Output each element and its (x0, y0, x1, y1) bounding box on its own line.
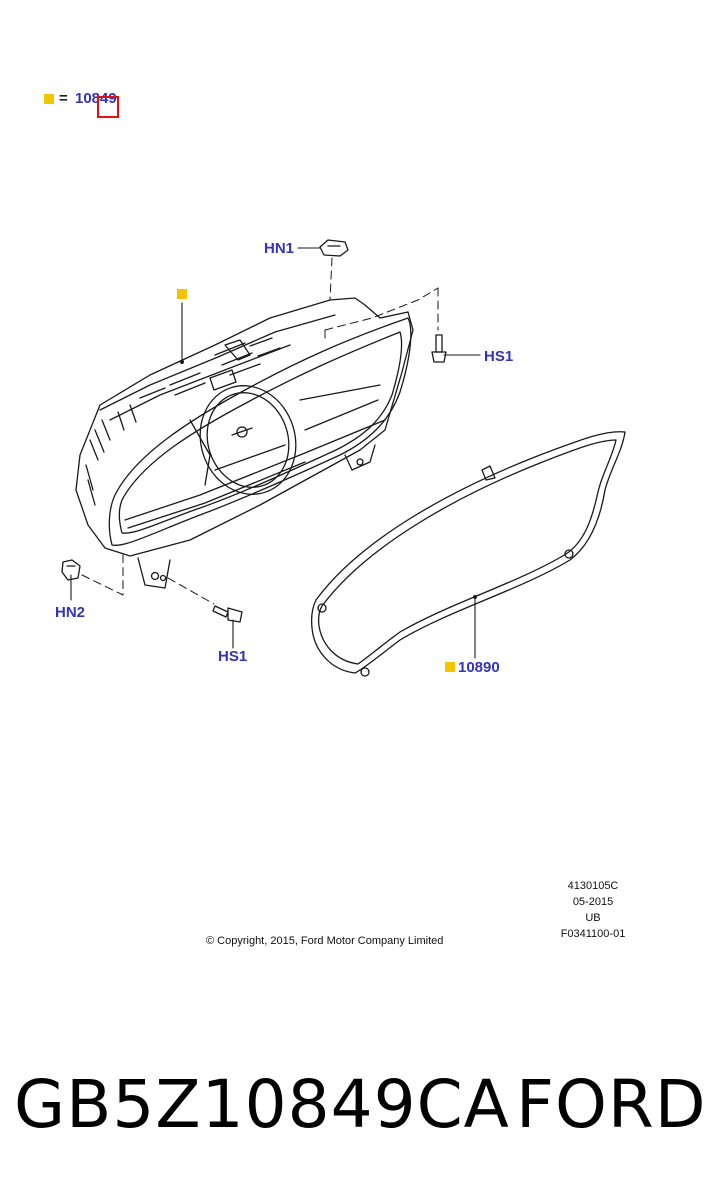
marker-square-legend (44, 94, 54, 104)
hn1-nut-drawing (319, 239, 349, 257)
hs1-screw-bottom-drawing (212, 605, 243, 623)
marker-square-cluster (177, 289, 187, 299)
legend-part-number[interactable]: 10849 (75, 90, 117, 107)
assembly-lines (81, 257, 439, 605)
brand-caption: FORD (516, 1066, 707, 1143)
callout-hs1-bottom[interactable]: HS1 (218, 648, 248, 665)
hn2-clip-drawing (61, 559, 81, 581)
instrument-cluster-drawing (75, 297, 414, 589)
instrument-cluster-diagram (61, 239, 626, 677)
callout-hn1[interactable]: HN1 (264, 240, 295, 257)
highlight-box (97, 96, 119, 118)
drawing-info: 4130105C 05-2015 UB F0341100-01 (553, 878, 633, 942)
part-number-caption: GB5Z10849CA (14, 1066, 510, 1143)
callout-hs1-right[interactable]: HS1 (484, 348, 514, 365)
marker-square-lens (445, 662, 455, 672)
legend-equals: = (59, 90, 68, 107)
callout-10890[interactable]: 10890 (458, 659, 500, 676)
lens-cover-drawing (310, 431, 626, 677)
leader-lines (70, 247, 481, 659)
callout-hn2[interactable]: HN2 (55, 604, 86, 621)
drawing-ref: F0341100-01 (560, 928, 626, 940)
copyright-notice: © Copyright, 2015, Ford Motor Company Li… (206, 935, 444, 947)
drawing-region: UB (585, 912, 601, 924)
hs1-screw-right-drawing (431, 334, 447, 363)
drawing-date: 05-2015 (572, 896, 614, 908)
drawing-code: 4130105C (567, 880, 619, 892)
